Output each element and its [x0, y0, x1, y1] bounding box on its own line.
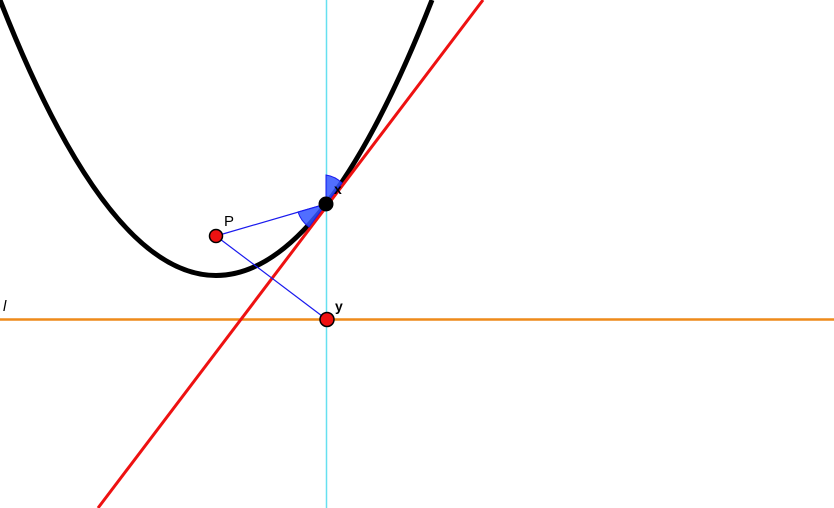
angle-marker-lower: [297, 203, 328, 228]
point-x[interactable]: [318, 196, 334, 212]
label-p: P: [224, 213, 234, 230]
label-y: y: [335, 298, 343, 314]
label-x: x: [334, 181, 342, 197]
point-p[interactable]: [208, 228, 224, 244]
segment-p-y[interactable]: [215, 235, 327, 320]
parabola-curve[interactable]: [0, 0, 435, 278]
angle-marker-upper: [325, 174, 343, 206]
point-y[interactable]: [319, 311, 335, 328]
label-l: l: [3, 298, 7, 315]
tangent-line[interactable]: [96, 0, 485, 508]
